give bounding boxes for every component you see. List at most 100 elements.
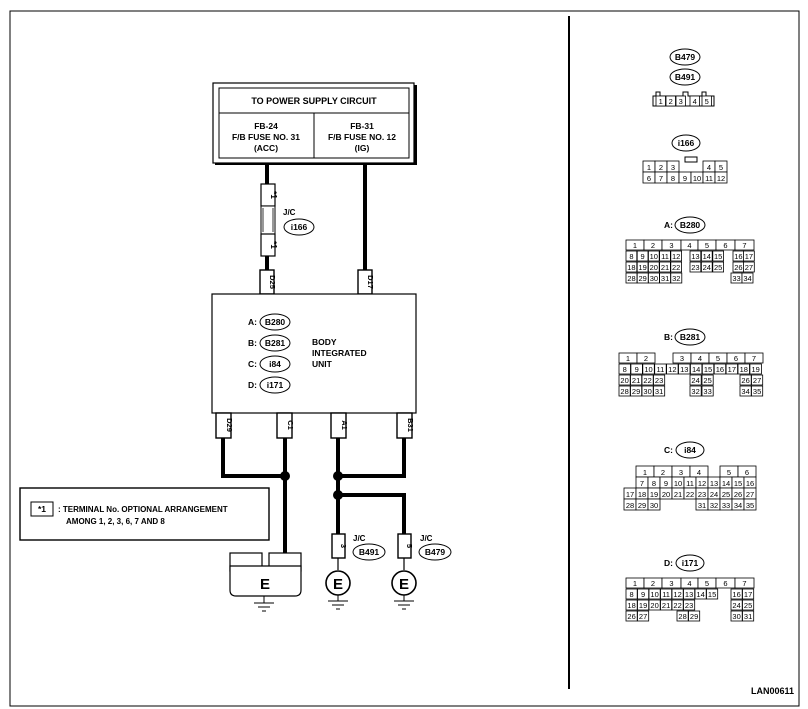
connector-pin-number: 22 bbox=[643, 376, 651, 385]
connector-pin-cell bbox=[701, 385, 714, 397]
connector-pin-number: 13 bbox=[710, 479, 718, 488]
terminal-a1: A1 bbox=[330, 412, 349, 439]
connector-pin-cell bbox=[636, 261, 649, 273]
jc-terminal-5: 5 bbox=[397, 533, 414, 559]
svg-text:C:: C: bbox=[664, 445, 673, 455]
svg-text:B:: B: bbox=[664, 332, 673, 342]
jc-terminal-bottom: *1 bbox=[269, 241, 278, 249]
connector-pin-number: 5 bbox=[727, 468, 731, 477]
connector-pin-number: 24 bbox=[691, 376, 699, 385]
connector-pin-number: 30 bbox=[643, 387, 651, 396]
svg-text:D:: D: bbox=[664, 558, 673, 568]
connector-pin-number: 18 bbox=[627, 263, 635, 272]
outer-frame bbox=[9, 10, 800, 707]
connector-pin-cell bbox=[670, 261, 682, 273]
connector-pin-cell bbox=[683, 599, 696, 611]
svg-text:B280: B280 bbox=[680, 220, 701, 230]
ground-left-symbol: E bbox=[229, 552, 302, 612]
biu-row-d-connector: i171 bbox=[267, 380, 284, 390]
connector-pin-number: 10 bbox=[650, 590, 658, 599]
connector-pin-number: 31 bbox=[661, 274, 669, 283]
connector-pin-cell bbox=[734, 239, 755, 251]
connector-pin-number: 2 bbox=[669, 97, 673, 106]
connector-pin-cell bbox=[725, 363, 738, 375]
connector-pin-number: 33 bbox=[732, 274, 740, 283]
connector-pin-number: 21 bbox=[674, 490, 682, 499]
connector-pin-cell bbox=[625, 261, 638, 273]
power-box-title: TO POWER SUPPLY CIRCUIT bbox=[251, 96, 377, 106]
connector-pin-number: 29 bbox=[639, 274, 647, 283]
connector-pin-number: 20 bbox=[662, 490, 670, 499]
connector-pin-number: 3 bbox=[679, 97, 683, 106]
connector-pin-number: 35 bbox=[746, 501, 754, 510]
connector-pin-number: 26 bbox=[627, 612, 635, 621]
connector-pin-number: 7 bbox=[640, 479, 644, 488]
fuse-left-id: FB-24 bbox=[254, 121, 278, 131]
connector-pin-number: 9 bbox=[683, 174, 687, 183]
connector-pin-number: 12 bbox=[672, 252, 680, 261]
connector-pin-number: 26 bbox=[741, 376, 749, 385]
connector-pin-cell bbox=[655, 95, 666, 107]
connector-pin-cell bbox=[737, 363, 750, 375]
connector-pin-number: 32 bbox=[710, 501, 718, 510]
svg-text:B281: B281 bbox=[680, 332, 701, 342]
connector-pin-cell bbox=[742, 588, 755, 600]
connector-pin-cell bbox=[659, 250, 671, 262]
connector-pin-number: 29 bbox=[690, 612, 698, 621]
jc-terminal-top: *1 bbox=[269, 191, 278, 199]
connector-pin-cell bbox=[741, 272, 754, 284]
connector-pin-cell bbox=[675, 95, 686, 107]
connector-pin-number: 28 bbox=[627, 274, 635, 283]
connector-pin-cell bbox=[701, 261, 713, 273]
connector-pin-number: 2 bbox=[661, 468, 665, 477]
connector-pin-number: 19 bbox=[639, 601, 647, 610]
connector-pin-number: 6 bbox=[723, 241, 727, 250]
connector-pin-cell bbox=[666, 363, 679, 375]
svg-text:i166: i166 bbox=[678, 138, 695, 148]
connector-pin-number: 28 bbox=[626, 501, 634, 510]
biu-row-b-letter: B: bbox=[248, 338, 257, 348]
connector-pin-number: 14 bbox=[703, 252, 711, 261]
connector-pin-number: 27 bbox=[753, 376, 761, 385]
figure-id: LAN00611 bbox=[751, 686, 794, 696]
connector-pin-cell bbox=[670, 272, 683, 284]
connector-pin-number: 1 bbox=[626, 354, 630, 363]
connector-pin-number: 7 bbox=[752, 354, 756, 363]
connector-pin-cell bbox=[689, 250, 702, 262]
connector-pin-cell bbox=[688, 610, 701, 622]
connector-pin-number: 11 bbox=[662, 590, 670, 599]
connector-pin-number: 11 bbox=[686, 479, 694, 488]
connector-pin-number: 15 bbox=[704, 365, 712, 374]
connector-pin-number: 27 bbox=[639, 612, 647, 621]
connector-pin-number: 19 bbox=[650, 490, 658, 499]
connector-pin-number: 20 bbox=[620, 376, 628, 385]
connector-pin-cell bbox=[689, 374, 702, 386]
connector-pin-number: 34 bbox=[734, 501, 742, 510]
connector-pin-number: 24 bbox=[703, 263, 711, 272]
connector-pin-number: 1 bbox=[647, 163, 651, 172]
connector-pin-number: 30 bbox=[732, 612, 740, 621]
connector-pin-number: 10 bbox=[650, 252, 658, 261]
connector-pin-number: 16 bbox=[746, 479, 754, 488]
connector-pin-cell bbox=[647, 498, 661, 511]
connector-pin-cell bbox=[734, 577, 755, 589]
connector-pin-number: 2 bbox=[659, 163, 663, 172]
connector-pin-number: 33 bbox=[703, 387, 711, 396]
connector-pin-cell bbox=[689, 261, 702, 273]
connector-pin-number: 34 bbox=[743, 274, 751, 283]
connector-pin-number: 29 bbox=[638, 501, 646, 510]
biu-row-b-connector: B281 bbox=[265, 338, 286, 348]
biu-row-c-letter: C: bbox=[248, 359, 257, 369]
connector-pin-number: 2 bbox=[651, 579, 655, 588]
note-box: *1 : TERMINAL No. OPTIONAL ARRANGEMENT A… bbox=[19, 487, 270, 541]
connector-pin-number: 5 bbox=[719, 163, 723, 172]
connector-pin-cell bbox=[743, 498, 757, 511]
connector-pin-number: 11 bbox=[661, 252, 669, 261]
power-supply-box: TO POWER SUPPLY CIRCUIT FB-24 F/B FUSE N… bbox=[212, 82, 417, 165]
connector-pin-cell bbox=[637, 610, 650, 622]
connector-pin-number: 20 bbox=[650, 263, 658, 272]
connector-pin-cell bbox=[642, 363, 655, 375]
svg-text:A:: A: bbox=[664, 220, 673, 230]
